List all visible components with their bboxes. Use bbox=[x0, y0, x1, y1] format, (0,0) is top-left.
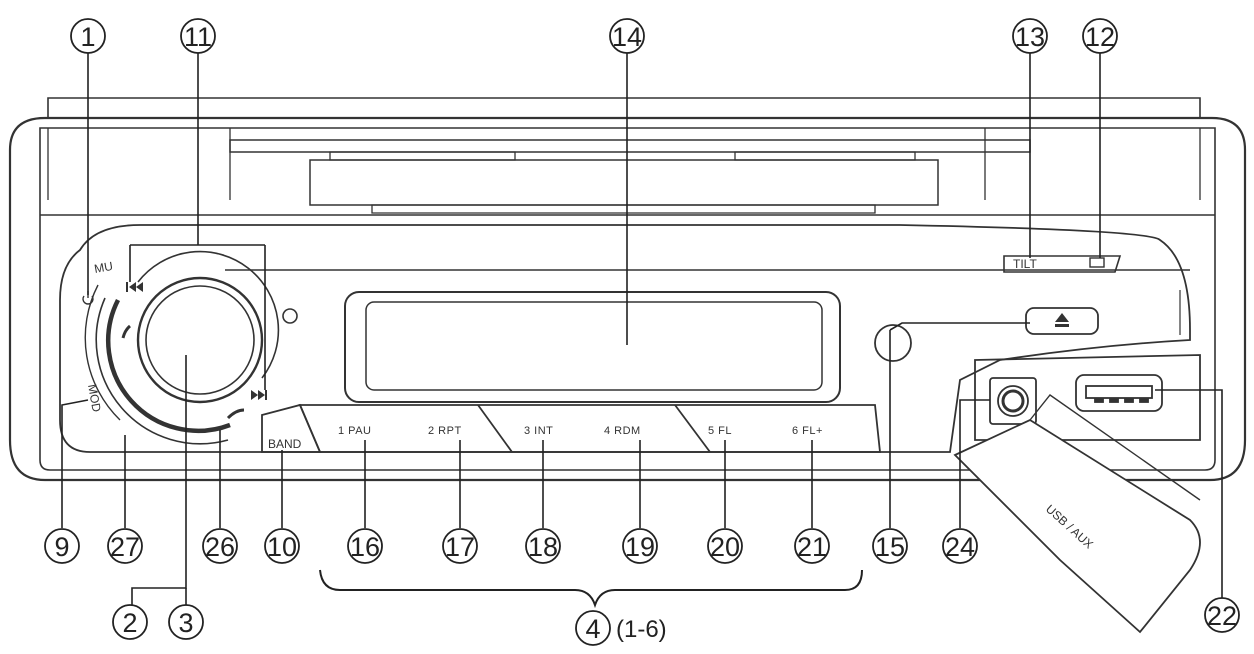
svg-text:12: 12 bbox=[1085, 22, 1115, 52]
svg-text:21: 21 bbox=[797, 532, 827, 562]
ir-sensor bbox=[282, 308, 298, 324]
callout-16: 16 bbox=[347, 528, 383, 564]
mode-label: MOD bbox=[85, 383, 104, 413]
svg-text:17: 17 bbox=[445, 532, 475, 562]
usb-port[interactable] bbox=[1075, 374, 1163, 412]
callout-10: 10 bbox=[264, 528, 300, 564]
range-note: (1-6) bbox=[616, 616, 667, 643]
preset-button-3[interactable]: 3 INT bbox=[524, 425, 553, 437]
range-brace bbox=[319, 569, 863, 609]
svg-text:14: 14 bbox=[612, 22, 642, 52]
svg-text:15: 15 bbox=[875, 532, 905, 562]
callout-26: 26 bbox=[202, 528, 238, 564]
callout-9: 9 bbox=[44, 528, 80, 564]
preset-button-4[interactable]: 4 RDM bbox=[604, 425, 641, 437]
volume-knob[interactable] bbox=[84, 250, 280, 445]
callout-15: 15 bbox=[872, 528, 908, 564]
callout-14: 14 bbox=[609, 18, 645, 54]
svg-text:26: 26 bbox=[205, 532, 235, 562]
tilt-label: TILT bbox=[1013, 257, 1037, 271]
svg-text:1: 1 bbox=[80, 22, 95, 52]
preset-button-strip bbox=[261, 403, 882, 453]
preset-button-5[interactable]: 5 FL bbox=[708, 425, 732, 437]
callout-4: 4 bbox=[575, 610, 611, 646]
usb-aux-panel bbox=[974, 354, 1201, 441]
svg-text:24: 24 bbox=[945, 532, 975, 562]
callout-20: 20 bbox=[707, 528, 743, 564]
callout-11: 11 bbox=[180, 18, 216, 54]
band-label[interactable]: BAND bbox=[268, 437, 302, 451]
mute-label: MU bbox=[93, 259, 114, 276]
svg-text:22: 22 bbox=[1207, 601, 1237, 631]
skip-forward-icon[interactable] bbox=[251, 390, 267, 400]
svg-text:16: 16 bbox=[350, 532, 380, 562]
callout-18: 18 bbox=[525, 528, 561, 564]
svg-text:4: 4 bbox=[585, 614, 600, 644]
preset-button-2[interactable]: 2 RPT bbox=[428, 425, 462, 437]
callout-22: 22 bbox=[1204, 597, 1240, 633]
callout-24: 24 bbox=[942, 528, 978, 564]
callout-1: 1 bbox=[70, 18, 106, 54]
callout-2: 2 bbox=[112, 604, 148, 640]
screen-icon[interactable] bbox=[1089, 257, 1105, 268]
skip-back-icon[interactable] bbox=[126, 282, 143, 292]
tilt-button[interactable] bbox=[1003, 255, 1122, 273]
preset-button-6[interactable]: 6 FL+ bbox=[792, 425, 823, 437]
eject-icon bbox=[1055, 313, 1069, 327]
svg-text:10: 10 bbox=[267, 532, 297, 562]
svg-text:11: 11 bbox=[184, 22, 212, 52]
svg-text:13: 13 bbox=[1015, 22, 1045, 52]
callout-17: 17 bbox=[442, 528, 478, 564]
svg-text:3: 3 bbox=[178, 608, 193, 638]
seek-arrow-icon bbox=[121, 324, 245, 420]
leader-lines bbox=[61, 53, 1223, 605]
callout-12: 12 bbox=[1082, 18, 1118, 54]
callout-27: 27 bbox=[107, 528, 143, 564]
eject-button[interactable] bbox=[1025, 307, 1099, 335]
svg-text:19: 19 bbox=[625, 532, 655, 562]
svg-text:20: 20 bbox=[710, 532, 740, 562]
callout-13: 13 bbox=[1012, 18, 1048, 54]
svg-text:2: 2 bbox=[122, 608, 137, 638]
preset-buttons: 1 PAU 2 RPT 3 INT 4 RDM 5 FL 6 FL+ bbox=[338, 425, 823, 437]
svg-text:27: 27 bbox=[110, 532, 140, 562]
callout-19: 19 bbox=[622, 528, 658, 564]
callouts: 1 11 14 13 12 9 27 26 bbox=[44, 18, 1240, 646]
lcd-display bbox=[344, 291, 841, 403]
callout-3: 3 bbox=[168, 604, 204, 640]
preset-button-1[interactable]: 1 PAU bbox=[338, 425, 371, 437]
reset-button[interactable] bbox=[874, 324, 912, 362]
callout-21: 21 bbox=[794, 528, 830, 564]
svg-text:18: 18 bbox=[528, 532, 558, 562]
usb-aux-cover[interactable]: USB / AUX bbox=[953, 394, 1201, 634]
svg-text:9: 9 bbox=[54, 532, 69, 562]
